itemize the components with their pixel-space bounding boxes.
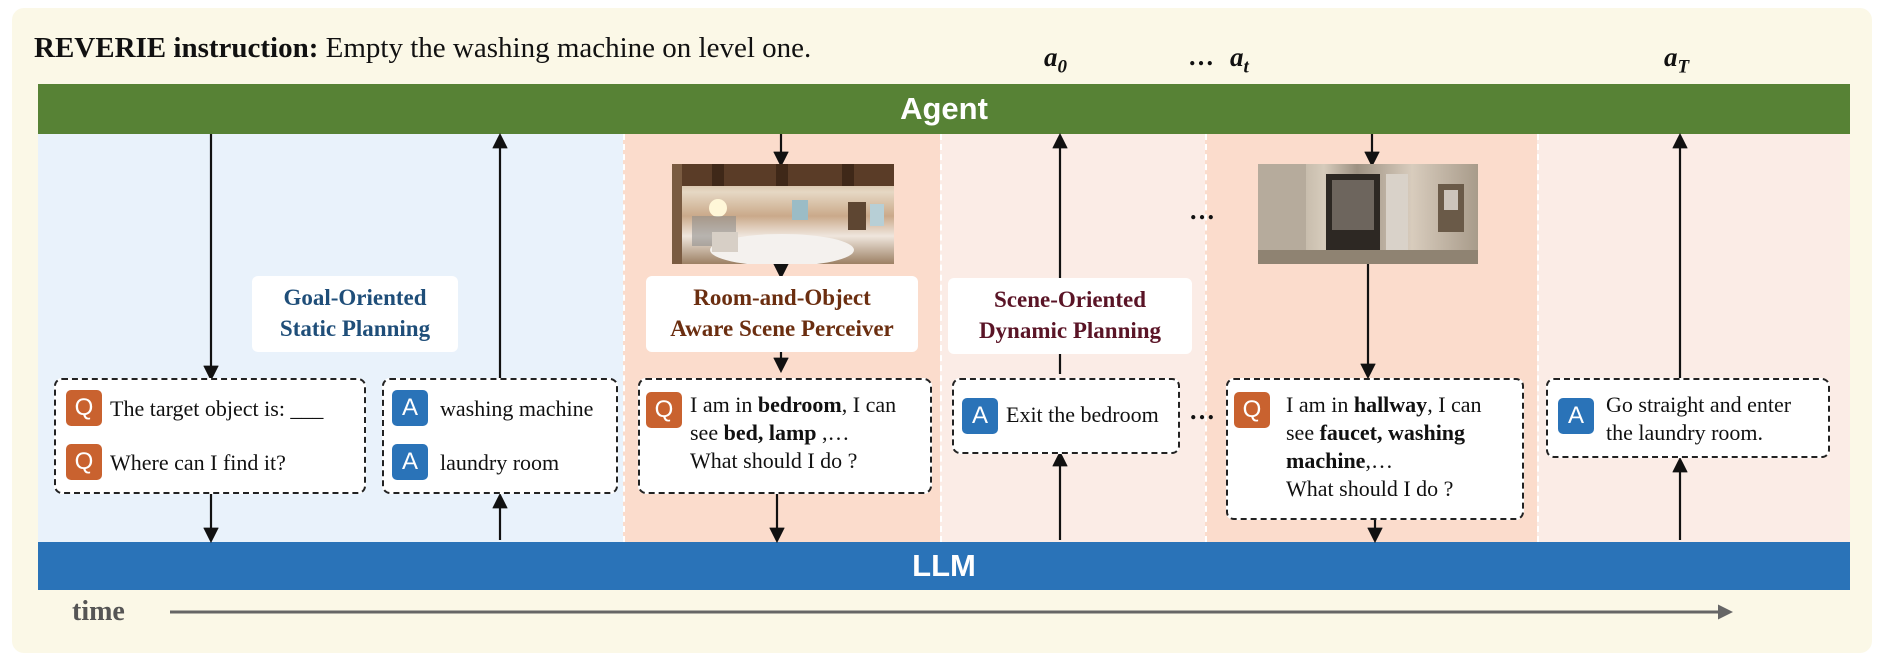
question-line: machine,… (1286, 448, 1393, 473)
time-label: time (72, 596, 125, 627)
divider (1537, 134, 1539, 542)
question-line: see faucet, washing (1286, 420, 1466, 445)
answer-text: washing machine (440, 396, 594, 421)
instruction-text: Empty the washing machine on level one. (318, 32, 812, 64)
question-line: see bed, lamp ,… (690, 420, 850, 445)
question-line: I am in bedroom, I can (690, 392, 897, 417)
action-at: at (1230, 42, 1249, 78)
answer-box-goal: A washing machine A laundry room (382, 378, 618, 494)
ellipsis: … (1189, 396, 1215, 425)
instruction-label: REVERIE instruction: (34, 32, 319, 64)
llm-bar: LLM (38, 542, 1850, 590)
answer-line: Go straight and enter (1606, 392, 1792, 417)
hallway-panorama-image (1258, 164, 1478, 264)
divider (1205, 134, 1207, 542)
answer-badge: A (962, 398, 998, 434)
divider (940, 134, 942, 542)
question-badge: Q (66, 444, 102, 480)
answer-badge: A (392, 444, 428, 480)
question-badge: Q (646, 392, 682, 428)
action-a0: a0 (1044, 42, 1067, 78)
question-box-bedroom: Q I am in bedroom, I can see bed, lamp ,… (638, 378, 932, 494)
divider (623, 134, 625, 542)
question-line: What should I do ? (690, 448, 858, 473)
answer-badge: A (392, 390, 428, 426)
question-badge: Q (1234, 392, 1270, 428)
dynamic-planning-background-2 (1537, 134, 1850, 544)
answer-text: Exit the bedroom (1006, 402, 1159, 427)
question-box-goal: Q The target object is: ___ Q Where can … (54, 378, 366, 494)
instruction-line: REVERIE instruction: Empty the washing m… (34, 32, 811, 65)
agent-bar: Agent (38, 84, 1850, 134)
action-aT: aT (1664, 42, 1690, 78)
answer-box-go: A Go straight and enter the laundry room… (1546, 378, 1830, 458)
ellipsis: … (1189, 196, 1215, 225)
question-line: I am in hallway, I can (1286, 392, 1482, 417)
question-box-hallway: Q I am in hallway, I can see faucet, was… (1226, 378, 1524, 520)
answer-line: the laundry room. (1606, 420, 1764, 445)
answer-badge: A (1558, 398, 1594, 434)
question-line: What should I do ? (1286, 476, 1454, 501)
action-ellipsis: … (1188, 42, 1214, 71)
bedroom-panorama-image (672, 164, 894, 264)
question-text: The target object is: ___ (110, 396, 324, 421)
answer-text: laundry room (440, 450, 560, 475)
question-badge: Q (66, 390, 102, 426)
question-text: Where can I find it? (110, 450, 286, 475)
answer-box-exit: A Exit the bedroom (952, 378, 1180, 454)
